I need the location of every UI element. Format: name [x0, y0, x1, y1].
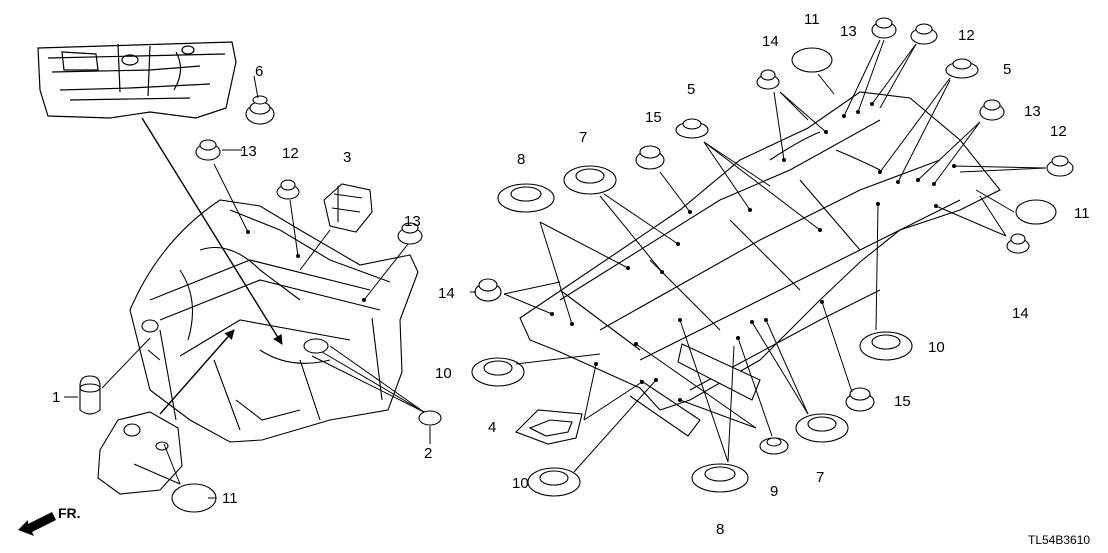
frame-direction-arrows: [141, 117, 283, 415]
right-leader-lines: [470, 39, 1047, 473]
callout-5-top: 5: [1003, 61, 1011, 78]
callout-13-right: 13: [1024, 103, 1041, 120]
part-8-grommet-lower: [691, 463, 749, 493]
callout-7-upper: 7: [579, 129, 587, 146]
part-12-grommet-right: [1046, 155, 1074, 177]
part-1-plug: [79, 375, 101, 415]
part-10-grommet-right: [859, 331, 913, 361]
callout-12-left: 12: [282, 145, 299, 162]
callout-14-top: 14: [762, 33, 779, 50]
callout-14-left: 14: [438, 285, 455, 302]
part-7-grommet-upper: [563, 165, 617, 195]
part-14-grommet-left: [474, 278, 502, 302]
part-2-seal: [418, 410, 442, 426]
part-5-grommet-center: [675, 118, 709, 139]
callout-4: 4: [488, 419, 496, 436]
callout-12-top: 12: [958, 27, 975, 44]
callout-14-right: 14: [1012, 305, 1029, 322]
front-direction-label: FR.: [58, 505, 81, 521]
callout-12-right: 12: [1050, 123, 1067, 140]
bulkhead-inset-illustration: [37, 41, 237, 119]
callout-8-upper: 8: [517, 151, 525, 168]
part-4-cover: [515, 409, 583, 445]
part-9-grommet: [759, 437, 789, 455]
callout-9: 9: [770, 483, 778, 500]
part-12-grommet-top: [910, 23, 938, 45]
front-frame-illustration: [129, 199, 419, 443]
callout-15-upper: 15: [645, 109, 662, 126]
callout-labels: 1 2 3 4 5 5 6 7 7 8 8 9 10 10 10 11 11 1…: [52, 11, 1090, 538]
attachment-points: [246, 102, 956, 402]
callout-10-bottom: 10: [512, 475, 529, 492]
callout-11-top: 11: [804, 11, 820, 28]
part-8-grommet-upper: [497, 183, 555, 213]
part-7-grommet-lower: [795, 413, 849, 443]
part-10-grommet-bottom: [527, 467, 581, 497]
part-3-cover: [323, 183, 373, 233]
callout-8-lower: 8: [716, 521, 724, 538]
callout-13-top: 13: [840, 23, 857, 40]
part-13-grommet-top: [871, 17, 897, 39]
part-15-grommet-upper: [635, 145, 665, 170]
part-10-grommet-left: [471, 357, 525, 387]
part-14-grommet-right: [1006, 233, 1030, 254]
callout-5-center: 5: [687, 81, 695, 98]
callout-7-lower: 7: [816, 469, 824, 486]
part-13-grommet-right: [979, 99, 1005, 121]
callout-11-left: 11: [222, 490, 238, 507]
callout-10-right: 10: [928, 339, 945, 356]
lower-bracket-illustration: [97, 411, 183, 495]
diagram-code: TL54B3610: [1028, 533, 1090, 547]
callout-10-left: 10: [435, 365, 452, 382]
part-5-grommet-top: [945, 58, 979, 79]
callout-15-lower: 15: [894, 393, 911, 410]
part-15-grommet-lower: [845, 387, 875, 412]
callout-2: 2: [424, 445, 432, 462]
part-6-grommet: [245, 95, 275, 125]
callout-11-right: 11: [1074, 205, 1090, 222]
callout-3: 3: [343, 149, 351, 166]
part-11-seal-top: [791, 47, 833, 73]
part-12-grommet-left: [276, 179, 300, 200]
part-13-grommet-left: [195, 139, 221, 161]
callout-13-left: 13: [240, 143, 257, 160]
front-arrow-icon: [18, 512, 56, 536]
front-direction-indicator: FR.: [18, 505, 81, 536]
callout-13-engine: 13: [404, 213, 421, 230]
part-11-seal-right: [1015, 199, 1057, 225]
callout-1: 1: [52, 389, 60, 406]
part-14-grommet-top: [756, 69, 780, 90]
part-13-grommet-engine: [397, 222, 423, 245]
left-leader-lines: [64, 75, 431, 499]
callout-6: 6: [255, 63, 263, 80]
